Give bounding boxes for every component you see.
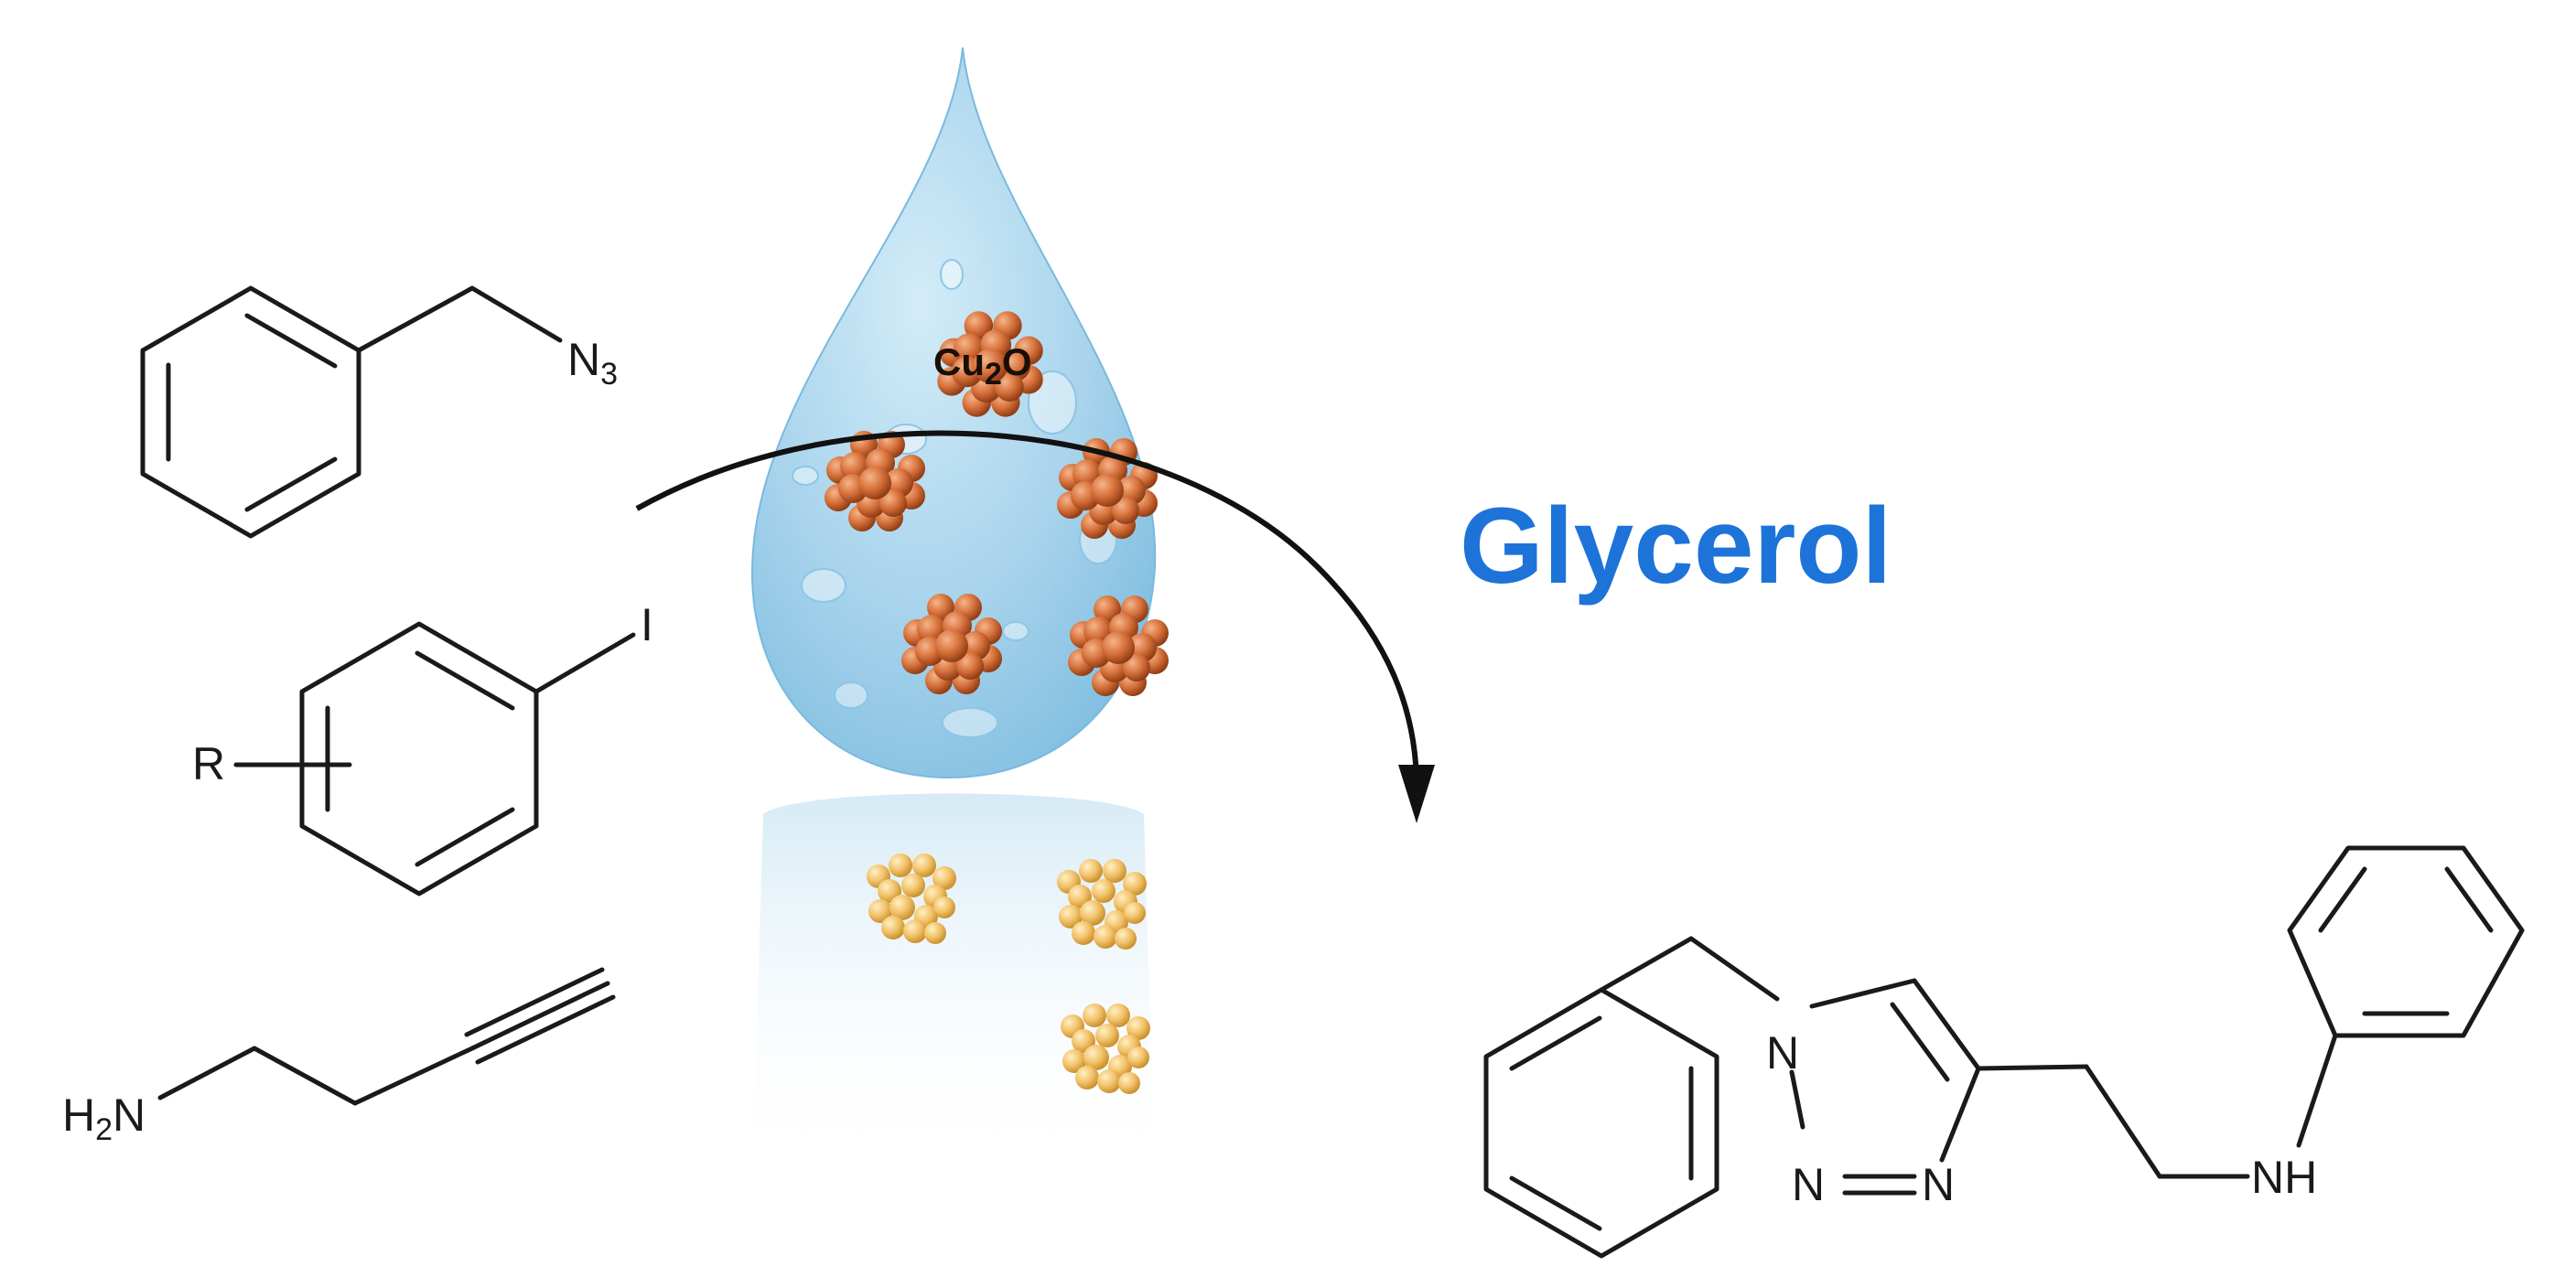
benzyl-azide-structure: N3	[140, 285, 618, 539]
nh-label: NH	[2251, 1152, 2317, 1203]
product-structure: N N N NH	[1483, 845, 2525, 1259]
solvent-label: Glycerol	[1460, 486, 1892, 606]
catalyst-label: Cu2O	[933, 340, 1032, 392]
droplet-reflection	[752, 793, 1155, 1180]
triazole-n2-label: N	[1792, 1159, 1825, 1210]
amine-label: H2N	[62, 1089, 146, 1147]
aryl-iodide-structure: I R	[192, 599, 653, 896]
glycerol-droplet: Cu2O	[750, 47, 1169, 779]
azide-label: N3	[567, 334, 618, 392]
reaction-arrow	[635, 430, 1435, 823]
substituent-label: R	[192, 738, 225, 789]
triazole-n1-label: N	[1766, 1027, 1799, 1079]
butynylamine-structure: H2N	[62, 967, 616, 1147]
iodine-label: I	[641, 599, 653, 650]
triazole-n3-label: N	[1922, 1159, 1955, 1210]
